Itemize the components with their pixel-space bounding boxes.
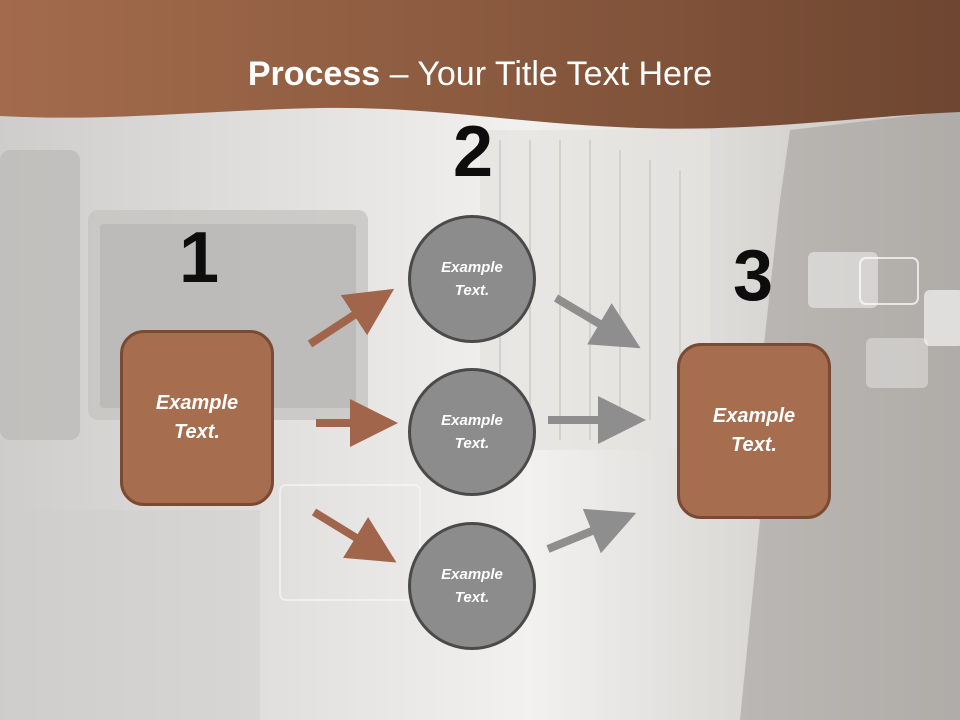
step-number-3: 3 [732, 236, 774, 316]
arrow-bottom-to-3 [546, 508, 637, 554]
step-1-text: Example Text. [155, 392, 239, 443]
arrow-1-to-top [307, 288, 395, 348]
gray-arrows [546, 294, 646, 554]
step-3-box: Example Text. [677, 343, 831, 519]
arrow-1-to-bottom [311, 508, 397, 563]
circle-middle-text: Example Text. [441, 412, 503, 452]
circle-bottom-text: Example Text. [441, 566, 503, 606]
title-rest-part: – Your Title Text Here [380, 55, 713, 93]
brown-arrows [307, 288, 398, 563]
step-number-2: 2 [452, 112, 494, 192]
title-bold-part: Process [247, 55, 381, 93]
slide-title: Process – Your Title Text Here [0, 52, 960, 96]
step-3-text: Example Text. [712, 405, 796, 456]
step-2-circle-middle: Example Text. [408, 368, 536, 496]
circle-top-text: Example Text. [441, 259, 503, 299]
step-1-box: Example Text. [120, 330, 274, 506]
step-2-circle-bottom: Example Text. [408, 522, 536, 650]
step-2-circle-top: Example Text. [408, 215, 536, 343]
arrow-top-to-3 [553, 294, 641, 349]
step-number-1: 1 [178, 218, 220, 298]
